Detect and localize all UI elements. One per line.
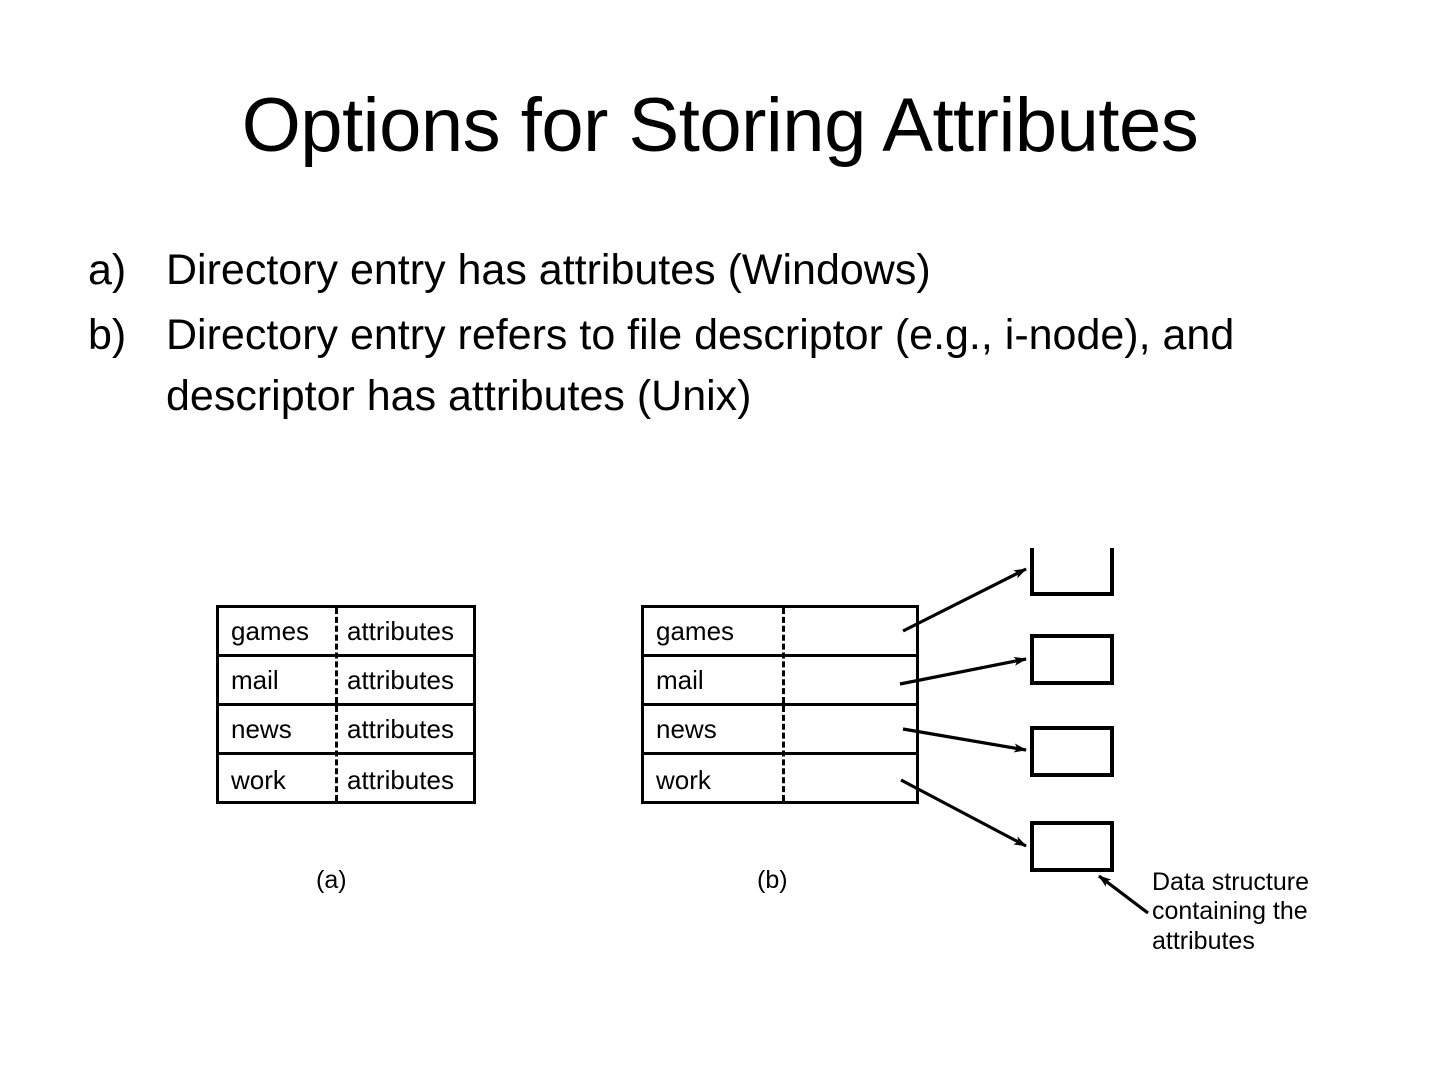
table-row: games [644,608,916,657]
list-item: a) Directory entry has attributes (Windo… [88,240,1348,301]
table-row: work attributes [219,755,473,804]
data-structure-caption: Data structure containing the attributes [1152,868,1309,956]
entry-name: work [656,764,711,795]
attribute-box [1030,634,1114,685]
data-structure-caption-line-1: Data structure [1152,868,1310,896]
bullet-list: a) Directory entry has attributes (Windo… [88,240,1348,431]
entry-name: mail [656,665,704,695]
entry-name: mail [231,665,279,695]
entry-name: work [231,764,286,795]
entry-name: news [656,714,717,744]
entry-name: games [231,616,310,646]
data-structure-caption-line-3: attributes [1152,926,1255,955]
attribute-box [1030,726,1114,777]
entry-attributes: attributes [347,714,454,744]
directory-table-a: games attributes mail attributes news at… [216,605,476,804]
entry-attributes: attributes [347,665,454,695]
entry-name: news [231,714,292,744]
list-item: b) Directory entry refers to file descri… [88,305,1348,427]
attribute-box [1030,548,1114,596]
table-row: games attributes [219,608,473,657]
page-title: Options for Storing Attributes [241,83,1199,168]
entry-attributes: attributes [347,616,454,646]
figure-caption-b: (b) [757,866,788,894]
bullet-marker-a: a) [88,246,127,294]
pointer-arrow-news [902,727,1027,753]
figure-caption-a: (a) [316,866,347,894]
entry-name: games [656,616,735,646]
table-row: mail attributes [219,657,473,706]
table-row: news [644,706,916,755]
attribute-box [1030,821,1114,872]
bullet-text-a: Directory entry has attributes (Windows) [166,246,931,294]
data-structure-caption-arrow [1098,874,1149,915]
pointer-arrow-work [900,778,1027,848]
pointer-arrow-games [902,567,1027,633]
bullet-text-b: Directory entry refers to file descripto… [166,311,1235,421]
directory-table-b: games mail news work [641,605,919,804]
table-row: news attributes [219,706,473,755]
bullet-marker-b: b) [88,311,127,360]
data-structure-caption-line-2: containing the [1152,897,1308,926]
table-row: mail [644,657,916,706]
entry-attributes: attributes [347,764,454,795]
table-row: work [644,755,916,804]
